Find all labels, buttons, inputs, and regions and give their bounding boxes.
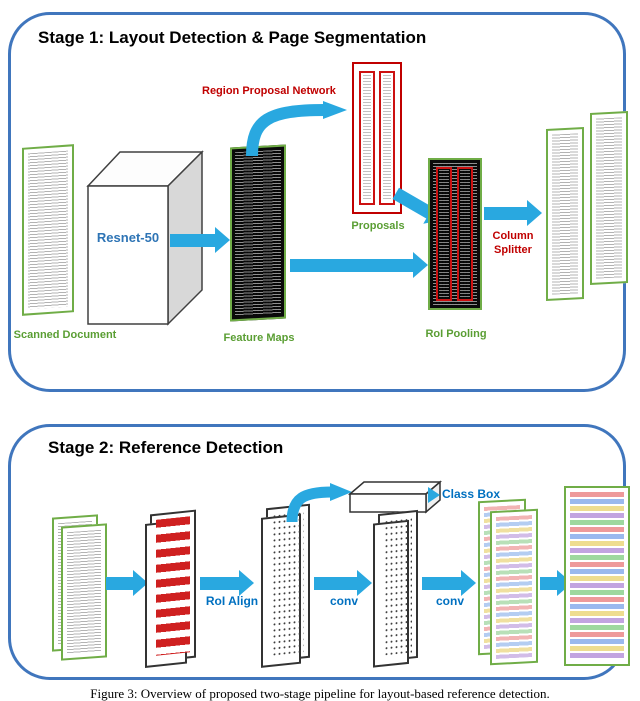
arrow-feature-maps-to-roi-pooling-icon [290, 249, 428, 281]
roi-column-right [457, 167, 473, 301]
conv-panel-2 [378, 509, 418, 663]
class-box-arrow-icon [428, 487, 440, 503]
class-box [347, 480, 443, 514]
stage2-panel: Stage 2: Reference Detection RoI Align [8, 424, 630, 680]
scanned-document-label: Scanned Document [13, 329, 117, 341]
class-box-label: Class Box [442, 487, 501, 501]
arrow-pages-to-roi-align-icon [106, 568, 148, 598]
conv-label-1: conv [329, 594, 358, 608]
stage1-panel: Stage 1: Layout Detection & Page Segment… [8, 12, 628, 392]
proposals-page [352, 62, 402, 214]
rpn-label: Region Proposal Network [202, 85, 336, 97]
arrow-resnet-to-feature-maps-icon [170, 224, 230, 256]
conv-panel-1 [266, 503, 310, 663]
split-column-page-left [546, 127, 584, 301]
split-column-page-right [590, 111, 628, 285]
roi-align-label: RoI Align [205, 594, 259, 608]
roi-align-stripes [156, 516, 190, 656]
stage2-title: Stage 2: Reference Detection [48, 438, 284, 457]
feature-maps-noise [235, 149, 281, 317]
rpn-curved-arrow-icon [246, 101, 347, 157]
highlighted-page-front [490, 508, 538, 666]
input-page-front [61, 523, 107, 661]
proposals-label: Proposals [351, 220, 405, 232]
arrow-conv-2-icon [422, 568, 476, 598]
arrow-roi-align-icon [200, 568, 254, 598]
feature-maps-label: Feature Maps [223, 332, 295, 344]
roi-column-left [436, 167, 452, 301]
scanned-document-page [22, 144, 74, 316]
column-splitter-label: Column Splitter [492, 230, 534, 256]
roi-pooling-label: RoI Pooling [425, 328, 487, 340]
arrow-conv-1-icon [314, 568, 372, 598]
arrow-to-class-box-icon [286, 483, 352, 523]
feature-maps-page [230, 144, 286, 322]
arrow-roi-pooling-to-split-icon [484, 197, 542, 229]
resnet-3d-box [86, 150, 204, 326]
document-text-lines [28, 150, 68, 310]
conv-label-2: conv [435, 594, 464, 608]
roi-pooling-page [428, 158, 482, 310]
final-highlighted-page [564, 486, 630, 666]
figure-caption: Figure 3: Overview of proposed two-stage… [90, 686, 550, 701]
proposal-column-right [379, 71, 395, 205]
stage1-title: Stage 1: Layout Detection & Page Segment… [38, 28, 427, 47]
resnet-label: Resnet-50 [96, 230, 160, 245]
proposal-column-left [359, 71, 375, 205]
roi-align-panel [150, 509, 196, 663]
